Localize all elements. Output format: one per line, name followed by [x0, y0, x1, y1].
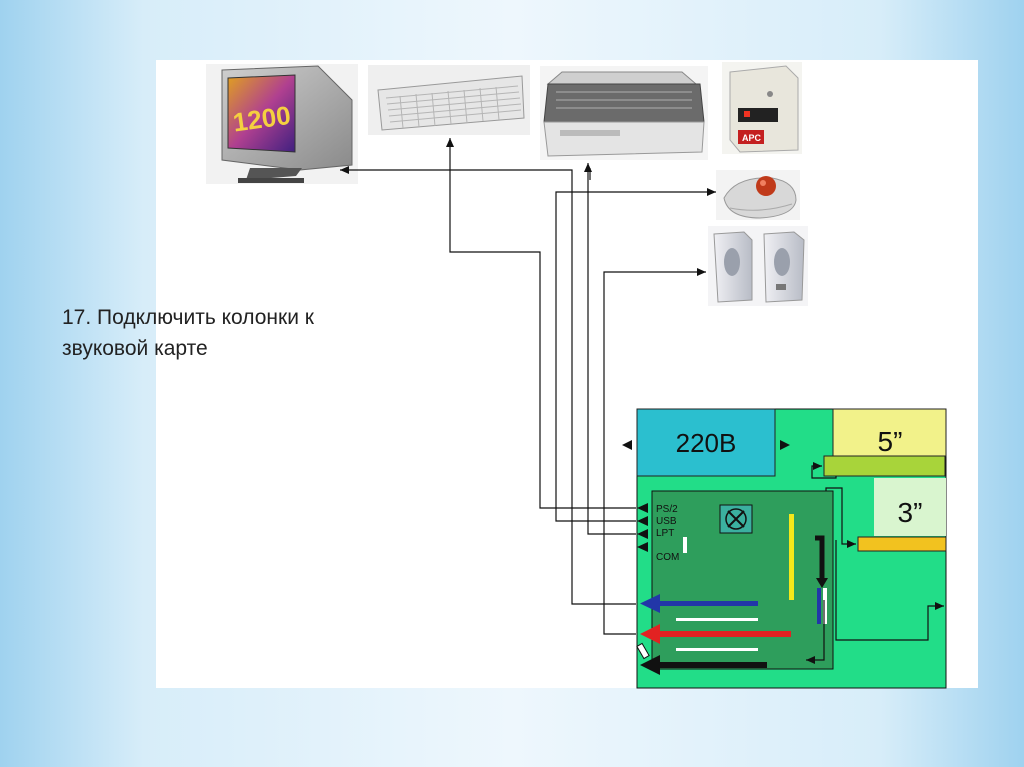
cable-red: [640, 624, 791, 644]
cable-black: [640, 655, 767, 675]
port-label-usb: USB: [656, 516, 677, 527]
line-mouse-usb: [555, 188, 716, 522]
com-port-slot: [683, 537, 687, 553]
line-monitor-video: [340, 166, 636, 605]
drive-5-inch: [832, 408, 947, 457]
line-board-right: [835, 540, 944, 641]
card-slot-blue: [817, 588, 821, 624]
connection-lines: [340, 138, 944, 664]
monitor-icon: 1200: [206, 64, 358, 184]
drive-3-inch: [874, 478, 946, 536]
drive-5-bay: [823, 455, 946, 477]
port-label-ps2: PS/2: [656, 504, 678, 515]
card-slot-white: [823, 588, 827, 624]
line-drive-5: [811, 462, 837, 479]
line-printer-lpt: [584, 163, 636, 535]
ups-icon: APC: [722, 62, 802, 154]
drive-5-label: 5”: [878, 426, 903, 457]
speakers-icon: [708, 226, 808, 306]
trackball-mouse-icon: [716, 170, 800, 220]
printer-icon: [540, 66, 708, 160]
power-supply-block: [636, 408, 776, 477]
expansion-slot-yellow: [789, 514, 794, 600]
slide-caption: 17. Подключить колонки к звуковой карте: [62, 306, 314, 360]
drive-3-bay: [857, 536, 947, 552]
port-label-com: COM: [656, 552, 679, 563]
ups-brand-label: APC: [742, 133, 762, 143]
power-supply-label: 220В: [676, 428, 737, 458]
system-unit: 220В 5” 3” PS/2 USB LPT COM: [622, 408, 947, 689]
keyboard-icon: [368, 65, 530, 135]
port-label-lpt: LPT: [656, 528, 674, 539]
line-speakers-sound: [603, 268, 706, 635]
port-arrows: [637, 503, 648, 552]
line-keyboard-ps2: [446, 138, 636, 509]
line-drive-3: [825, 487, 856, 548]
cpu-fan-icon: [719, 504, 753, 534]
drive-3-label: 3”: [898, 497, 923, 528]
cable-blue: [640, 594, 758, 613]
line-board-bottom: [806, 600, 825, 664]
